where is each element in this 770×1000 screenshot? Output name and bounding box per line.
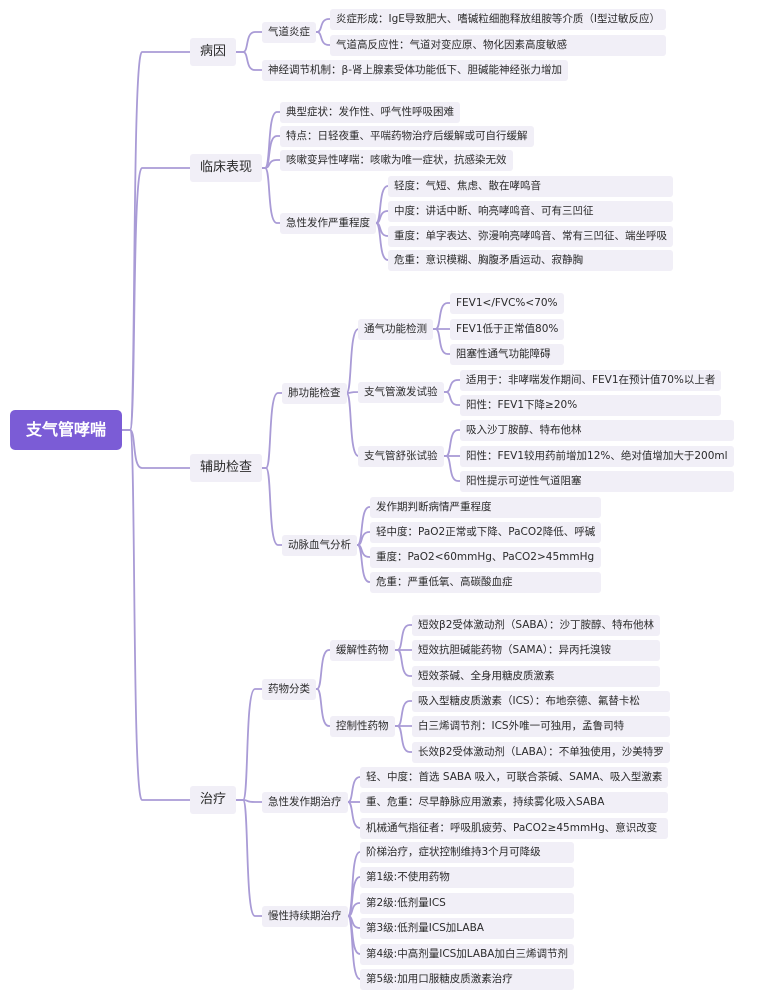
sub-topic: 急性发作期治疗	[262, 791, 348, 813]
leaf-topic: 短效抗胆碱能药物（SAMA）：异丙托溴铵	[412, 639, 660, 661]
connector-line	[347, 801, 361, 829]
leaf-topic: 气道高反应性：气道对变应原、物化因素高度敏感	[330, 34, 666, 56]
leaf-topic: 典型症状：发作性、呼气性呼吸困难	[280, 101, 460, 123]
sub-topic: 药物分类	[262, 678, 316, 700]
leaf-topic: 咳嗽变异性哮喘：咳嗽为唯一症状，抗感染无效	[280, 149, 513, 171]
leaf-topic: 短效茶碱、全身用糖皮质激素	[412, 665, 660, 687]
leaf-topic: 阳性：FEV1下降≥20%	[460, 394, 721, 416]
connector-line	[444, 391, 460, 406]
leaf-topic: 短效β2受体激动剂（SABA）：沙丁胺醇、特布他林	[412, 614, 660, 636]
leaf-topic: 危重：严重低氧、高碳酸血症	[370, 571, 601, 593]
connector-line	[346, 391, 359, 394]
sub-topic: 支气管舒张试验	[358, 445, 444, 467]
sub-topic: 通气功能检测	[358, 318, 433, 340]
connector-line	[262, 467, 282, 546]
leaf-topic: 白三烯调节剂：ICS外唯一可独用，孟鲁司特	[412, 715, 670, 737]
leaf-topic: 轻中度：PaO2正常或下降、PaCO2降低、呼碱	[370, 521, 601, 543]
leaf-topic: 特点：日轻夜重、平喘药物治疗后缓解或可自行缓解	[280, 125, 534, 147]
leaf-topic: 重、危重：尽早静脉应用激素，持续雾化吸入SABA	[360, 791, 668, 813]
leaf-topic: 吸入型糖皮质激素（ICS）：布地奈德、氟替卡松	[412, 690, 670, 712]
connector-line	[262, 392, 282, 469]
connector-line	[236, 51, 262, 71]
leaf-topic: 中度：讲话中断、响亮哮鸣音、可有三凹征	[388, 200, 673, 222]
leaf-topic: 第5级:加用口服糖皮质激素治疗	[360, 968, 574, 990]
leaf-topic: 阻塞性通气功能障碍	[450, 343, 564, 365]
leaf-topic: 阳性：FEV1较用药前增加12%、绝对值增加大于200ml	[460, 445, 734, 467]
leaf-topic: 阳性提示可逆性气道阻塞	[460, 470, 734, 492]
main-branch: 病因	[190, 38, 237, 66]
connector-line	[262, 159, 280, 169]
leaf-topic: 吸入沙丁胺醇、特布他林	[460, 419, 734, 441]
leaf-topic: 轻、中度：首选 SABA 吸入，可联合茶碱、SAMA、吸入型激素	[360, 766, 668, 788]
connector-line	[316, 649, 330, 690]
leaf-topic: 炎症形成：IgE导致肥大、嗜碱粒细胞释放组胺等介质（I型过敏反应）	[330, 8, 666, 30]
connector-line	[356, 506, 370, 546]
connector-line	[122, 51, 190, 431]
sub-topic: 急性发作严重程度	[280, 212, 376, 234]
leaf-topic: 发作期判断病情严重程度	[370, 496, 601, 518]
leaf-topic: 重度：单字表达、弥漫响亮哮鸣音、常有三凹征、端坐呼吸	[388, 225, 673, 247]
connector-line	[262, 167, 280, 224]
leaf-topic: 长效β2受体激动剂（LABA）：不单独使用，沙美特罗	[412, 741, 670, 763]
connector-line	[345, 392, 360, 457]
connector-line	[236, 31, 262, 53]
connector-line	[122, 429, 190, 801]
leaf-topic: FEV1</FVC%<70%	[450, 292, 564, 314]
leaf-topic: 神经调节机制：β-肾上腺素受体功能低下、胆碱能神经张力增加	[262, 59, 568, 81]
connector-line	[375, 222, 389, 261]
connector-line	[433, 328, 450, 355]
leaf-topic: 轻度：气短、焦虑、散在哮鸣音	[388, 175, 673, 197]
leaf-topic: 第2级:低剂量ICS	[360, 892, 574, 914]
leaf-topic: 第1级:不使用药物	[360, 866, 574, 888]
connector-line	[122, 167, 190, 431]
main-branch: 临床表现	[190, 154, 263, 182]
leaf-topic: 适用于：非哮喘发作期间、FEV1在预计值70%以上者	[460, 369, 721, 391]
leaf-topic: 重度：PaO2<60mmHg、PaCO2>45mmHg	[370, 546, 601, 568]
connector-line	[345, 328, 360, 394]
leaf-topic: 第4级:中高剂量ICS加LABA加白三烯调节剂	[360, 943, 574, 965]
main-branch: 治疗	[190, 786, 237, 814]
root-topic: 支气管哮喘	[10, 410, 123, 450]
connector-line	[316, 31, 330, 46]
connector-line	[316, 688, 330, 727]
connector-line	[347, 776, 361, 803]
sub-topic: 肺功能检查	[282, 382, 347, 404]
sub-topic: 支气管激发试验	[358, 381, 444, 403]
connector-line	[433, 302, 450, 330]
connector-line	[444, 379, 460, 393]
sub-topic: 控制性药物	[330, 715, 395, 737]
leaf-topic: FEV1低于正常值80%	[450, 318, 564, 340]
connector-line	[395, 649, 412, 677]
connector-line	[316, 18, 330, 33]
connector-line	[444, 455, 460, 482]
connector-line	[236, 688, 262, 801]
leaf-topic: 机械通气指征者：呼吸肌疲劳、PaCO2≥45mmHg、意识改变	[360, 817, 668, 839]
main-branch: 辅助检查	[190, 454, 263, 482]
connector-line	[395, 624, 412, 651]
leaf-topic: 第3级:低剂量ICS加LABA	[360, 917, 574, 939]
connector-line	[444, 429, 460, 457]
connector-line	[375, 210, 389, 224]
connector-line	[347, 915, 361, 980]
sub-topic: 气道炎症	[262, 21, 316, 43]
connector-line	[236, 799, 262, 917]
connector-line	[395, 725, 412, 753]
sub-topic: 慢性持续期治疗	[262, 905, 348, 927]
connector-line	[375, 185, 389, 224]
sub-topic: 缓解性药物	[330, 639, 395, 661]
connector-line	[356, 544, 370, 583]
leaf-topic: 阶梯治疗，症状控制维持3个月可降级	[360, 841, 574, 863]
connector-line	[395, 700, 412, 727]
leaf-topic: 危重：意识模糊、胸腹矛盾运动、寂静胸	[388, 249, 673, 271]
sub-topic: 动脉血气分析	[282, 534, 357, 556]
